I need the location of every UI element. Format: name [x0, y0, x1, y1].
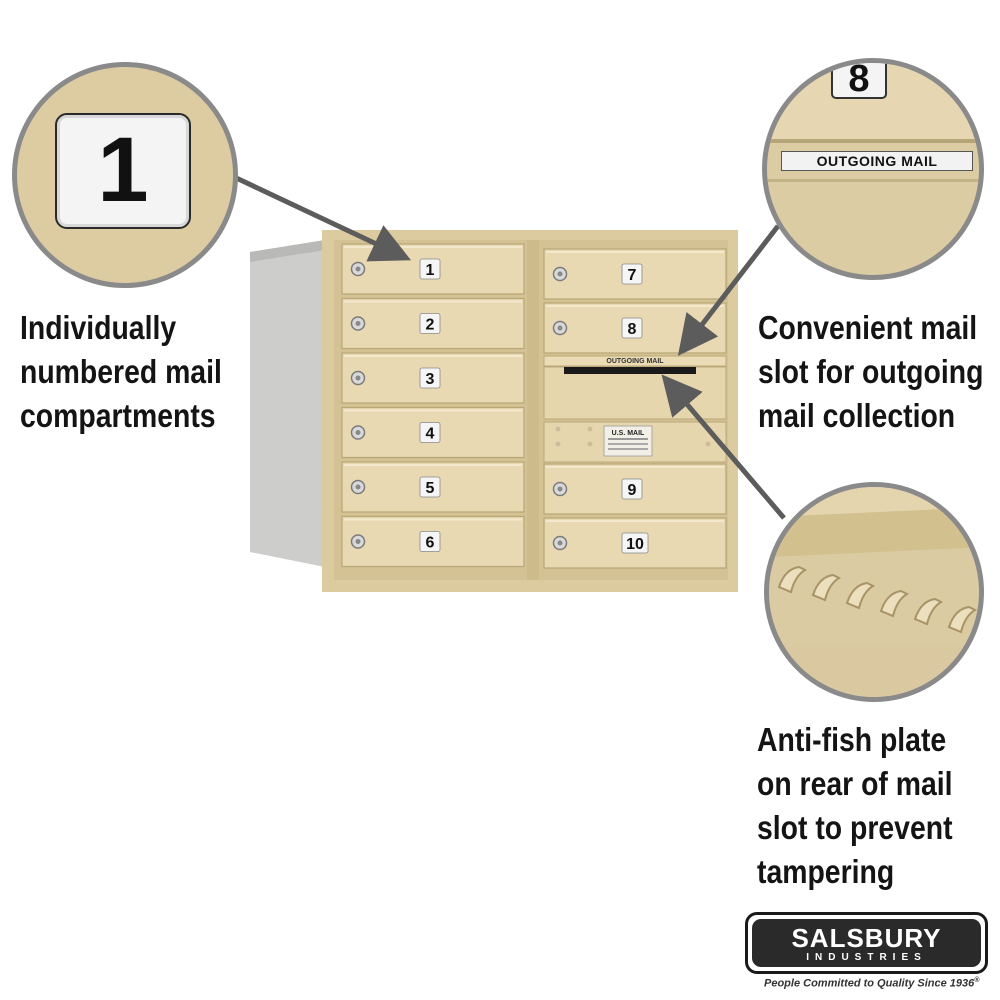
arrow-to-compartment-1 [230, 173, 412, 262]
door-number: 5 [426, 480, 435, 497]
zoom-circle-anti-fish-plate [764, 482, 984, 702]
door-number-tag [621, 317, 643, 339]
zoom-outgoing-label-text: OUTGOING MAIL [816, 153, 938, 169]
door-number-tag [621, 478, 643, 500]
compartment-door: 3 [341, 352, 525, 404]
caption-anti-fish-plate: Anti-fish plate on rear of mail slot to … [757, 721, 953, 890]
compartment-door: 2 [341, 297, 525, 350]
door-number-tag [419, 422, 441, 443]
door-number: 7 [628, 267, 637, 284]
usps-plate [603, 425, 653, 457]
slot-label-text: OUTGOING MAIL [606, 358, 664, 365]
door-number: 2 [426, 317, 435, 334]
zoom-number-8-tag: 8 [831, 58, 887, 100]
door-number-tag [419, 258, 441, 280]
caption-outgoing-slot: Convenient mail slot for outgoing mail c… [758, 309, 984, 434]
caption-numbered-compartments: Individually numbered mail compartments [20, 309, 222, 434]
left-door-column: 1 2 3 4 5 6 [341, 243, 525, 568]
compartment-door: 5 [341, 461, 525, 513]
anti-fish-plate-drawing [769, 487, 979, 697]
compartment-door: 10 [543, 517, 727, 569]
door-number: 3 [426, 371, 435, 388]
compartment-door: 6 [341, 515, 525, 568]
door-number-tag [419, 367, 441, 389]
arrow-to-outgoing-slot [677, 224, 780, 356]
zoom-circle-outgoing-slot: 8 OUTGOING MAIL [762, 58, 984, 280]
door-number-tag [419, 313, 441, 334]
door-number-tag [419, 531, 441, 552]
zoom-number-tag: 1 [55, 113, 191, 229]
mailbox-side-panel [250, 240, 325, 567]
salsbury-logo: SALSBURY INDUSTRIES [745, 912, 988, 974]
door-number-tag [621, 532, 649, 554]
compartment-door: 4 [341, 406, 525, 459]
slot-opening [564, 367, 696, 374]
compartment-door: 7 [543, 248, 727, 300]
zoom-outgoing-label: OUTGOING MAIL [781, 151, 973, 171]
compartment-door: 1 [341, 243, 525, 295]
zoom-circle-numbered-door: 1 [12, 62, 238, 288]
right-door-column: 7 8 9 10 [543, 248, 727, 569]
usps-plate-title: U.S. MAIL [612, 430, 645, 437]
door-number: 6 [426, 535, 435, 552]
door-number: 10 [626, 536, 644, 553]
usps-plate-door: U.S. MAIL [543, 421, 727, 463]
logo-brand-name: SALSBURY [791, 923, 942, 953]
arrow-to-anti-fish-plate [661, 374, 786, 520]
brand-tagline: People Committed to Quality Since 1936® [764, 977, 980, 990]
zoom-number-8-text: 8 [848, 58, 870, 100]
trademark-symbol: ® [974, 977, 980, 984]
door-number-tag [419, 476, 441, 498]
door-number: 8 [628, 321, 637, 338]
door-number: 9 [628, 482, 637, 499]
door-number: 1 [426, 262, 435, 279]
door-number-tag [621, 263, 643, 285]
zoom-number-text: 1 [97, 119, 149, 221]
door-number: 4 [426, 426, 435, 443]
logo-brand-sub: INDUSTRIES [806, 952, 927, 963]
compartment-door: 9 [543, 463, 727, 515]
